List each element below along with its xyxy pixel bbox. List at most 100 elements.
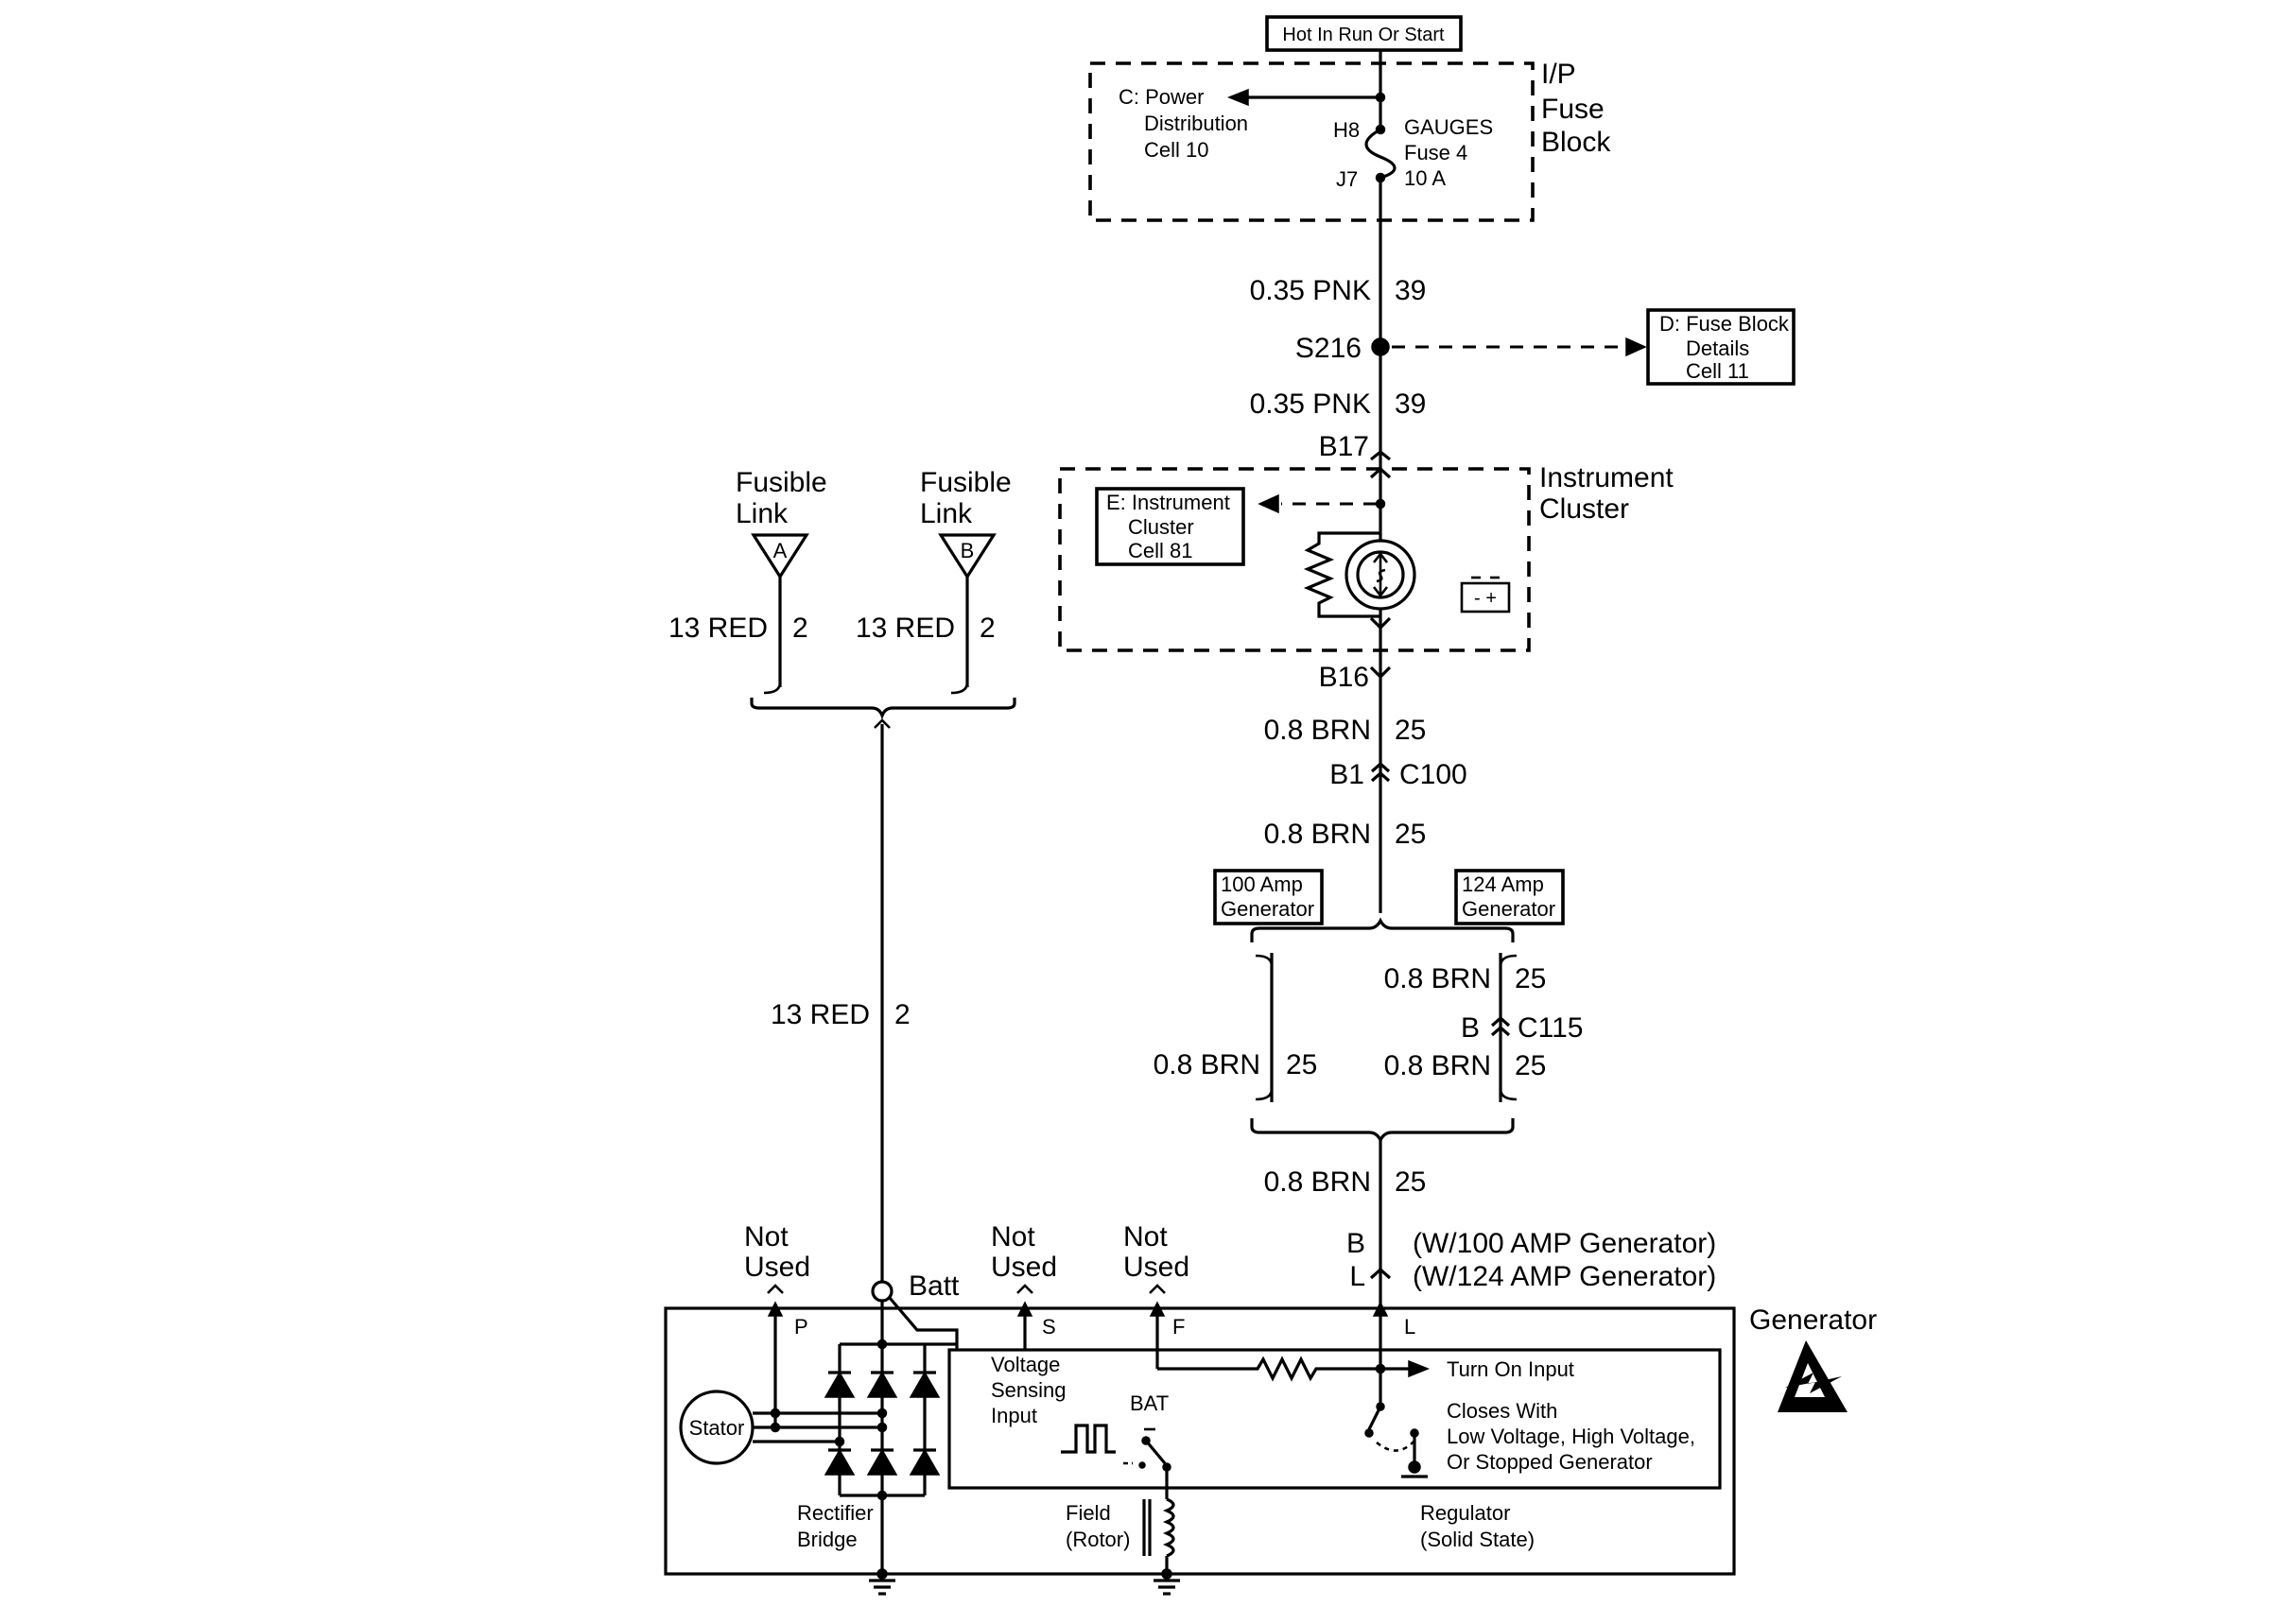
switch-ground-icon (1408, 1460, 1421, 1474)
terminal-l-note: (W/124 AMP Generator) (1413, 1261, 1716, 1292)
power-distribution-arrow (1226, 88, 1249, 107)
fusible-link-a-circuit: 2 (792, 613, 808, 644)
pin-p: P (794, 1315, 808, 1339)
wire-5-gauge: 0.8 BRN (1154, 1049, 1260, 1080)
option-100-amp-2: Generator (1221, 897, 1314, 921)
field-label-2: (Rotor) (1066, 1528, 1130, 1551)
wire-2-gauge: 0.35 PNK (1250, 389, 1371, 420)
c100-pin: B1 (1329, 759, 1364, 790)
power-distribution-ref-1: C: Power (1119, 85, 1204, 109)
not-used-f-1: Not (1123, 1221, 1168, 1253)
cluster-resistor-icon (1303, 531, 1380, 618)
power-distribution-ref-3: Cell 10 (1144, 138, 1208, 162)
wire-7-gauge: 0.8 BRN (1384, 1050, 1491, 1081)
turn-on-input-label: Turn On Input (1447, 1357, 1574, 1381)
connector-b-l-icon (1369, 1267, 1392, 1280)
generator-housing (664, 1306, 1736, 1576)
fusible-link-b-letter: B (961, 539, 975, 562)
regulator-box (947, 1348, 1722, 1490)
fuse-block-details-3: Cell 11 (1686, 359, 1749, 383)
fuse-block-details-box (1646, 308, 1796, 386)
circuit-25: 0.8 BRN 25 B1 C100 0.8 BRN 25 100 Amp Ge… (1154, 677, 1716, 1292)
wire-6-gauge: 0.8 BRN (1384, 963, 1491, 994)
option-100-amp-box (1213, 869, 1324, 925)
ip-fuse-block-title-1: I/P (1541, 59, 1576, 90)
regulator-label-2: (Solid State) (1420, 1528, 1535, 1551)
c115-pin: B (1461, 1012, 1480, 1044)
voltage-sensing-1: Voltage (991, 1353, 1060, 1376)
fusible-link-a-label-1: Fusible (736, 467, 827, 498)
instrument-cluster-ref-1: E: Instrument (1106, 491, 1230, 514)
not-used-s-1: Not (991, 1221, 1035, 1253)
not-used-p-1: Not (744, 1221, 789, 1253)
wire-3-gauge: 0.8 BRN (1264, 715, 1371, 746)
field-switch-icon (1144, 1439, 1167, 1465)
power-source-label: Hot In Run Or Start (1282, 25, 1445, 45)
stator-label: Stator (689, 1416, 745, 1440)
batt-terminal-icon (871, 1280, 894, 1303)
batt-terminal-label: Batt (909, 1270, 960, 1302)
field-ground-icon (1154, 1568, 1180, 1596)
option-100-amp-1: 100 Amp (1221, 872, 1303, 896)
field-label-1: Field (1066, 1501, 1111, 1525)
fusible-link-a-label-2: Link (736, 498, 789, 529)
fusible-link-b-label-2: Link (920, 498, 973, 529)
connector-c115-icon (1490, 1015, 1511, 1028)
option-brace-top (1250, 917, 1515, 942)
power-source-box: Hot In Run Or Start (1265, 15, 1463, 52)
esd-warning-icon (1778, 1340, 1848, 1412)
closes-with-1: Closes With (1447, 1399, 1557, 1423)
wire-8-gauge: 0.8 BRN (1264, 1166, 1371, 1198)
fuse-block-details-1: D: Fuse Block (1659, 312, 1790, 336)
wire-1-circuit: 39 (1395, 275, 1426, 306)
wire-3-circuit: 25 (1395, 715, 1426, 746)
pulse-waveform-icon (1061, 1424, 1116, 1454)
wire-8-circuit: 25 (1395, 1166, 1426, 1198)
fuse-block-details-arrow (1625, 337, 1647, 357)
wire-4-circuit: 25 (1395, 819, 1426, 850)
option-124-amp-box (1454, 869, 1565, 925)
splice-s216-label: S216 (1295, 333, 1362, 364)
bat-switch-label: BAT (1130, 1391, 1169, 1415)
rectifier-label-2: Bridge (797, 1528, 858, 1551)
instrument-cluster-title-1: Instrument (1539, 462, 1674, 493)
instrument-cluster-title-2: Cluster (1539, 493, 1629, 525)
wire-4-gauge: 0.8 BRN (1264, 819, 1371, 850)
fusible-link-b-icon (938, 533, 997, 579)
fusible-link-b-circuit: 2 (980, 613, 996, 644)
connector-c100-icon (1370, 761, 1391, 773)
power-distribution-ref-2: Distribution (1144, 112, 1248, 135)
voltage-sensing-2: Sensing (991, 1378, 1067, 1402)
wire-5-circuit: 25 (1286, 1049, 1317, 1080)
field-rotor-coil-icon (1162, 1497, 1175, 1558)
voltage-sensing-3: Input (991, 1404, 1037, 1427)
wire-6-circuit: 25 (1515, 963, 1546, 994)
not-used-s-2: Used (991, 1252, 1057, 1283)
generator-title: Generator (1749, 1304, 1877, 1336)
option-124-amp-1: 124 Amp (1462, 872, 1544, 896)
battery-icon-symbols: - + (1474, 588, 1497, 609)
terminal-b-note: (W/100 AMP Generator) (1413, 1228, 1716, 1259)
fuse-rating: 10 A (1404, 166, 1446, 190)
terminal-l-label: L (1349, 1261, 1365, 1292)
wire-7-circuit: 25 (1515, 1050, 1546, 1081)
pin-l: L (1404, 1315, 1415, 1339)
fuse-number: Fuse 4 (1404, 141, 1467, 164)
ip-fuse-block-title-2: Fuse (1541, 94, 1605, 125)
pin-f: F (1172, 1315, 1185, 1339)
fusible-link-merge-brace (750, 698, 1016, 720)
fusible-link-a-icon (751, 533, 809, 579)
circuit-39: 0.35 PNK 39 S216 D: Fuse Block Details C… (1250, 275, 1796, 462)
battery-icon (1460, 581, 1511, 613)
fuse-pin-h8: H8 (1333, 118, 1360, 142)
ip-fuse-block: I/P Fuse Block C: Power Distribution Cel… (1088, 50, 1611, 345)
instrument-cluster-ref-box (1095, 487, 1245, 566)
rectifier-label-1: Rectifier (797, 1501, 874, 1525)
gauges-fuse-icon (1364, 128, 1397, 180)
generator: Generator Not Used P Batt Not Used S Not… (664, 1221, 1877, 1596)
batt-wire-gauge: 13 RED (771, 999, 870, 1030)
wire-2-circuit: 39 (1395, 389, 1426, 420)
not-used-p-2: Used (744, 1252, 810, 1283)
lamp-switch-icon (1367, 1406, 1382, 1430)
